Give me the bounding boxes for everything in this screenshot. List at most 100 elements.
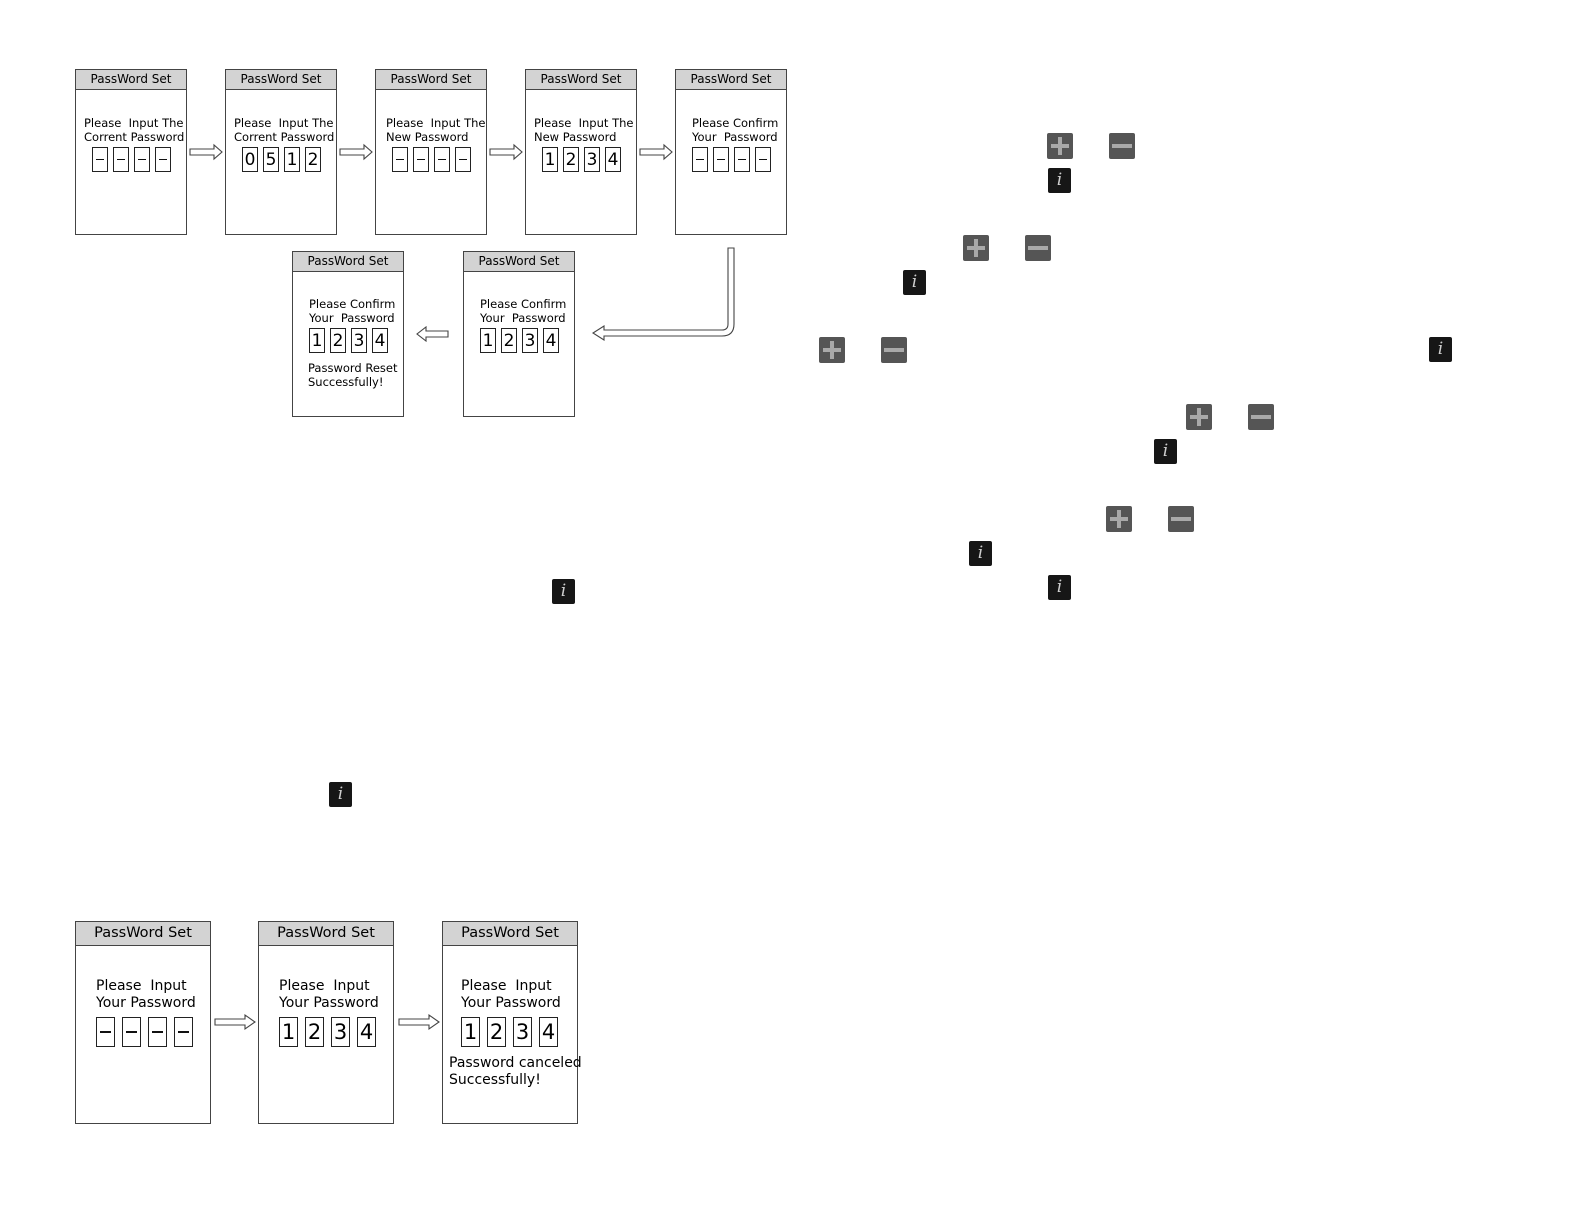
dash-mark: - bbox=[100, 1031, 111, 1033]
digit-row: ---- bbox=[92, 147, 171, 172]
digit-box: 1 bbox=[309, 328, 325, 353]
screen-message: Please Input Your Password bbox=[96, 978, 196, 1011]
arrow-right-2 bbox=[339, 143, 373, 161]
plus-icon bbox=[1047, 133, 1073, 159]
dash-mark: - bbox=[158, 158, 168, 161]
screen-header: PassWord Set bbox=[376, 70, 486, 90]
empty-digit-box: - bbox=[155, 147, 171, 172]
dash-mark: - bbox=[178, 1031, 189, 1033]
screen-message: Please Input The Corrent Password bbox=[234, 116, 335, 144]
arrow-right-3 bbox=[489, 143, 523, 161]
empty-digit-box: - bbox=[122, 1017, 141, 1047]
empty-digit-box: - bbox=[455, 147, 471, 172]
empty-digit-box: - bbox=[148, 1017, 167, 1047]
empty-digit-box: - bbox=[96, 1017, 115, 1047]
empty-digit-box: - bbox=[413, 147, 429, 172]
empty-digit-box: - bbox=[113, 147, 129, 172]
password-screen-5: PassWord Set Please Confirm Your Passwor… bbox=[675, 69, 787, 235]
plus-icon bbox=[1186, 404, 1212, 430]
digit-box: 3 bbox=[513, 1017, 532, 1047]
digit-box: 4 bbox=[357, 1017, 376, 1047]
screen-header: PassWord Set bbox=[443, 922, 577, 946]
digit-box: 1 bbox=[480, 328, 496, 353]
dash-mark: - bbox=[395, 158, 405, 161]
dash-mark: - bbox=[126, 1031, 137, 1033]
success-message: Password Reset Successfully! bbox=[308, 361, 398, 389]
digit-box: 2 bbox=[305, 147, 321, 172]
digit-box: 2 bbox=[501, 328, 517, 353]
minus-icon bbox=[881, 337, 907, 363]
dash-mark: - bbox=[458, 158, 468, 161]
dash-mark: - bbox=[95, 158, 105, 161]
info-icon: i bbox=[1429, 337, 1452, 362]
digit-box: 4 bbox=[605, 147, 621, 172]
cancel-screen-1: PassWord Set Please Input Your Password … bbox=[75, 921, 211, 1124]
arrow-right-4 bbox=[639, 143, 673, 161]
digit-box: 3 bbox=[351, 328, 367, 353]
digit-box: 2 bbox=[487, 1017, 506, 1047]
digit-box: 3 bbox=[584, 147, 600, 172]
info-icon: i bbox=[1048, 575, 1071, 600]
screen-message: Please Input The New Password bbox=[534, 116, 634, 144]
empty-digit-box: - bbox=[692, 147, 708, 172]
digit-box: 3 bbox=[331, 1017, 350, 1047]
screen-header: PassWord Set bbox=[226, 70, 336, 90]
digit-box: 0 bbox=[242, 147, 258, 172]
digit-box: 1 bbox=[279, 1017, 298, 1047]
digit-box: 1 bbox=[284, 147, 300, 172]
password-screen-2: PassWord Set Please Input The Corrent Pa… bbox=[225, 69, 337, 235]
arrow-right-6 bbox=[398, 1013, 440, 1031]
screen-message: Please Input Your Password bbox=[279, 978, 379, 1011]
dash-mark: - bbox=[137, 158, 147, 161]
success-message: Password canceled Successfully! bbox=[449, 1055, 582, 1088]
screen-header: PassWord Set bbox=[259, 922, 393, 946]
empty-digit-box: - bbox=[713, 147, 729, 172]
empty-digit-box: - bbox=[92, 147, 108, 172]
empty-digit-box: - bbox=[734, 147, 750, 172]
arrow-elbow bbox=[591, 247, 735, 342]
minus-icon bbox=[1109, 133, 1135, 159]
arrow-right-5 bbox=[214, 1013, 256, 1031]
dash-mark: - bbox=[116, 158, 126, 161]
empty-digit-box: - bbox=[434, 147, 450, 172]
arrow-right-1 bbox=[189, 143, 223, 161]
dash-mark: - bbox=[416, 158, 426, 161]
dash-mark: - bbox=[716, 158, 726, 161]
cancel-screen-3: PassWord Set Please Input Your Password … bbox=[442, 921, 582, 1124]
screen-header: PassWord Set bbox=[293, 252, 403, 272]
screen-message: Please Input The New Password bbox=[386, 116, 486, 144]
info-icon: i bbox=[969, 541, 992, 566]
info-icon: i bbox=[903, 270, 926, 295]
screen-header: PassWord Set bbox=[526, 70, 636, 90]
digit-box: 4 bbox=[539, 1017, 558, 1047]
digit-row: ---- bbox=[692, 147, 771, 172]
empty-digit-box: - bbox=[174, 1017, 193, 1047]
dash-mark: - bbox=[437, 158, 447, 161]
plus-icon bbox=[819, 337, 845, 363]
screen-message: Please Input The Corrent Password bbox=[84, 116, 185, 144]
minus-icon bbox=[1168, 506, 1194, 532]
screen-message: Please Input Your Password bbox=[461, 978, 561, 1011]
screen-header: PassWord Set bbox=[76, 922, 210, 946]
empty-digit-box: - bbox=[134, 147, 150, 172]
cancel-screen-2: PassWord Set Please Input Your Password … bbox=[258, 921, 394, 1124]
digit-box: 2 bbox=[563, 147, 579, 172]
minus-icon bbox=[1248, 404, 1274, 430]
info-icon: i bbox=[329, 782, 352, 807]
digit-box: 1 bbox=[461, 1017, 480, 1047]
password-screen-7: PassWord Set Please Confirm Your Passwor… bbox=[292, 251, 404, 417]
dash-mark: - bbox=[695, 158, 705, 161]
empty-digit-box: - bbox=[392, 147, 408, 172]
password-screen-4: PassWord Set Please Input The New Passwo… bbox=[525, 69, 637, 235]
digit-row: ---- bbox=[96, 1017, 193, 1047]
digit-box: 1 bbox=[542, 147, 558, 172]
info-icon: i bbox=[552, 579, 575, 604]
screen-message: Please Confirm Your Password bbox=[309, 297, 396, 325]
password-screen-1: PassWord Set Please Input The Corrent Pa… bbox=[75, 69, 187, 235]
screen-header: PassWord Set bbox=[464, 252, 574, 272]
